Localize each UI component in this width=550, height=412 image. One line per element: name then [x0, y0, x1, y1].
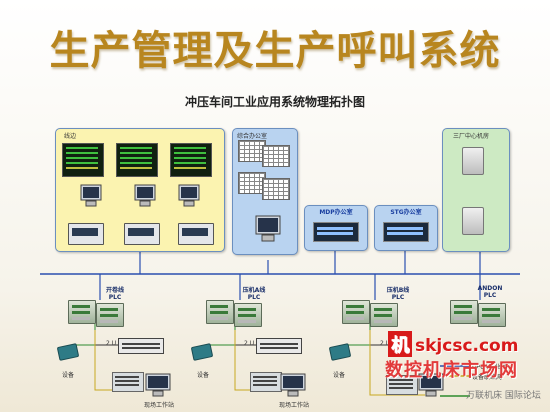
line-side-label: 线边 — [64, 133, 77, 140]
server-icon — [462, 207, 484, 235]
report-table-icon — [262, 178, 290, 200]
workstation-monitor-icon — [145, 373, 171, 397]
andon-workstation-label: 现场工作站 — [279, 402, 310, 409]
hmi-rack — [250, 372, 282, 392]
io-module-2u — [256, 338, 302, 354]
device-label: 设备 — [197, 372, 210, 379]
report-table-icon — [238, 140, 266, 162]
device-label: 设备 — [333, 372, 346, 379]
hmi-rack — [386, 375, 418, 395]
workstation-monitor-icon — [280, 373, 306, 397]
mdp-workstation — [313, 222, 359, 242]
watermark-forum: 万联机床 国际论坛 — [466, 391, 541, 401]
andon-screen-2 — [116, 143, 158, 177]
office-label: 综合办公室 — [237, 133, 268, 140]
control-station-3 — [178, 223, 214, 245]
server-icon — [462, 147, 484, 175]
plc-rack — [342, 300, 370, 324]
report-table-icon — [238, 172, 266, 194]
plc-rack — [96, 303, 124, 327]
u2-label: 2 U — [106, 340, 117, 347]
andon-screen-1 — [62, 143, 104, 177]
plc-rack — [68, 300, 96, 324]
device-label: 设备 — [62, 372, 75, 379]
hmi-rack — [112, 372, 144, 392]
io-module-2u — [118, 338, 164, 354]
plc-rack — [370, 303, 398, 327]
stg-workstation — [383, 222, 429, 242]
workstation-monitor-icon — [418, 373, 444, 397]
plc-rack — [234, 303, 262, 327]
plc-rack — [206, 300, 234, 324]
u2-label: 2 U — [380, 340, 391, 347]
report-table-icon — [262, 145, 290, 167]
monitor-icon — [80, 184, 102, 207]
monitor-icon — [134, 184, 156, 207]
legend-devnet: 设备联络网 — [472, 374, 503, 381]
page-title: 生产管理及生产呼叫系统 — [49, 27, 501, 74]
server-room-label: 三厂中心机房 — [453, 133, 490, 140]
stg-office-label: STG办公室 — [390, 209, 422, 216]
control-station-2 — [124, 223, 160, 245]
mdp-office-label: MDP办公室 — [319, 209, 353, 216]
watermark-cn: 数控机床市场网 — [385, 360, 518, 381]
monitor-icon — [255, 215, 281, 242]
watermark-badge: 机 — [388, 331, 412, 357]
u2-label: 2 U — [244, 340, 255, 347]
plc-rack — [450, 300, 478, 324]
andon-screen-3 — [170, 143, 212, 177]
plc-rack — [478, 303, 506, 327]
monitor-icon — [178, 184, 200, 207]
legend-dpca: DPCA工业网 — [472, 364, 507, 371]
andon-workstation-label: 现场工作站 — [144, 402, 175, 409]
diagram-subtitle: 冲压车间工业应用系统物理拓扑图 — [184, 95, 365, 109]
control-station-1 — [68, 223, 104, 245]
